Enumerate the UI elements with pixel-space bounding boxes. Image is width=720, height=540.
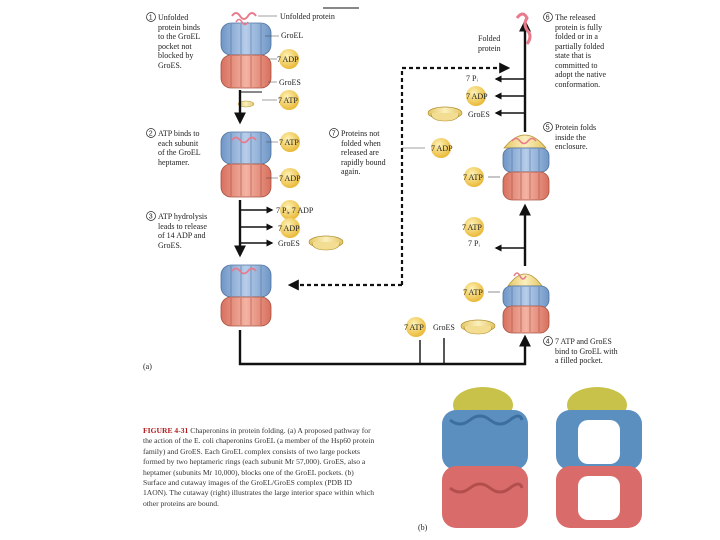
groel-complex-4 <box>502 272 550 334</box>
label-adp-5: 7 ADP <box>466 92 488 101</box>
label-unfolded-protein: Unfolded protein <box>280 12 335 21</box>
label-groes-3: GroES <box>468 110 490 119</box>
label-groel: GroEL <box>281 31 303 40</box>
surface-model-cutaway <box>556 387 642 528</box>
folded-protein-label: Folded protein <box>478 34 501 53</box>
label-groes-bottom: GroES <box>433 323 455 332</box>
surface-model-left <box>442 387 528 528</box>
caption-title: Chaperonins in protein folding. <box>190 426 286 435</box>
label-atp-5: 7 ATP <box>462 223 482 232</box>
unfolded-protein-squiggle <box>231 12 257 20</box>
label-atp-6: 7 ATP <box>463 173 483 182</box>
label-atp-2: 7 ATP <box>279 138 299 147</box>
svg-text:2: 2 <box>149 131 153 138</box>
groel-complex-1 <box>220 12 272 89</box>
svg-text:4: 4 <box>546 339 550 346</box>
svg-text:7: 7 <box>332 131 336 138</box>
groel-complex-2 <box>220 131 272 198</box>
label-adp-4: 7 ADP <box>431 144 453 153</box>
atp-ball-2 <box>280 132 300 152</box>
label-atp-bottom: 7 ATP <box>404 323 424 332</box>
svg-text:6: 6 <box>546 15 550 22</box>
adp-ball-1 <box>279 49 299 69</box>
groel-complex-3 <box>220 264 272 327</box>
label-atp-4: 7 ATP <box>463 288 483 297</box>
adp-ball-2 <box>280 168 300 188</box>
panel-b-label: (b) <box>418 523 428 532</box>
label-pi-2: 7 Pᵢ <box>466 74 478 83</box>
svg-text:3: 3 <box>149 214 153 221</box>
label-adp-2: 7 ADP <box>279 174 301 183</box>
svg-text:5: 5 <box>546 125 550 132</box>
label-atp-1: 7 ATP <box>278 96 298 105</box>
figure-caption: FIGURE 4-31 Chaperonins in protein foldi… <box>143 426 375 509</box>
label-pi-adp: 7 Pᵢ, 7 ADP <box>276 206 314 215</box>
label-groes-2: GroES <box>278 239 300 248</box>
caption-body: (a) A proposed pathway for the action of… <box>143 426 375 508</box>
label-pi-1: 7 Pᵢ <box>468 239 480 248</box>
atp-ball-1 <box>279 90 299 110</box>
label-groes-1: GroES <box>279 78 301 87</box>
svg-text:1: 1 <box>149 15 153 22</box>
label-adp-3: 7 ADP <box>278 224 300 233</box>
folded-protein-icon <box>515 12 532 45</box>
label-adp-1: 7 ADP <box>277 55 299 64</box>
groel-complex-5 <box>502 134 550 201</box>
panel-a-label: (a) <box>143 362 152 371</box>
caption-figure-number: FIGURE 4-31 <box>143 426 189 435</box>
